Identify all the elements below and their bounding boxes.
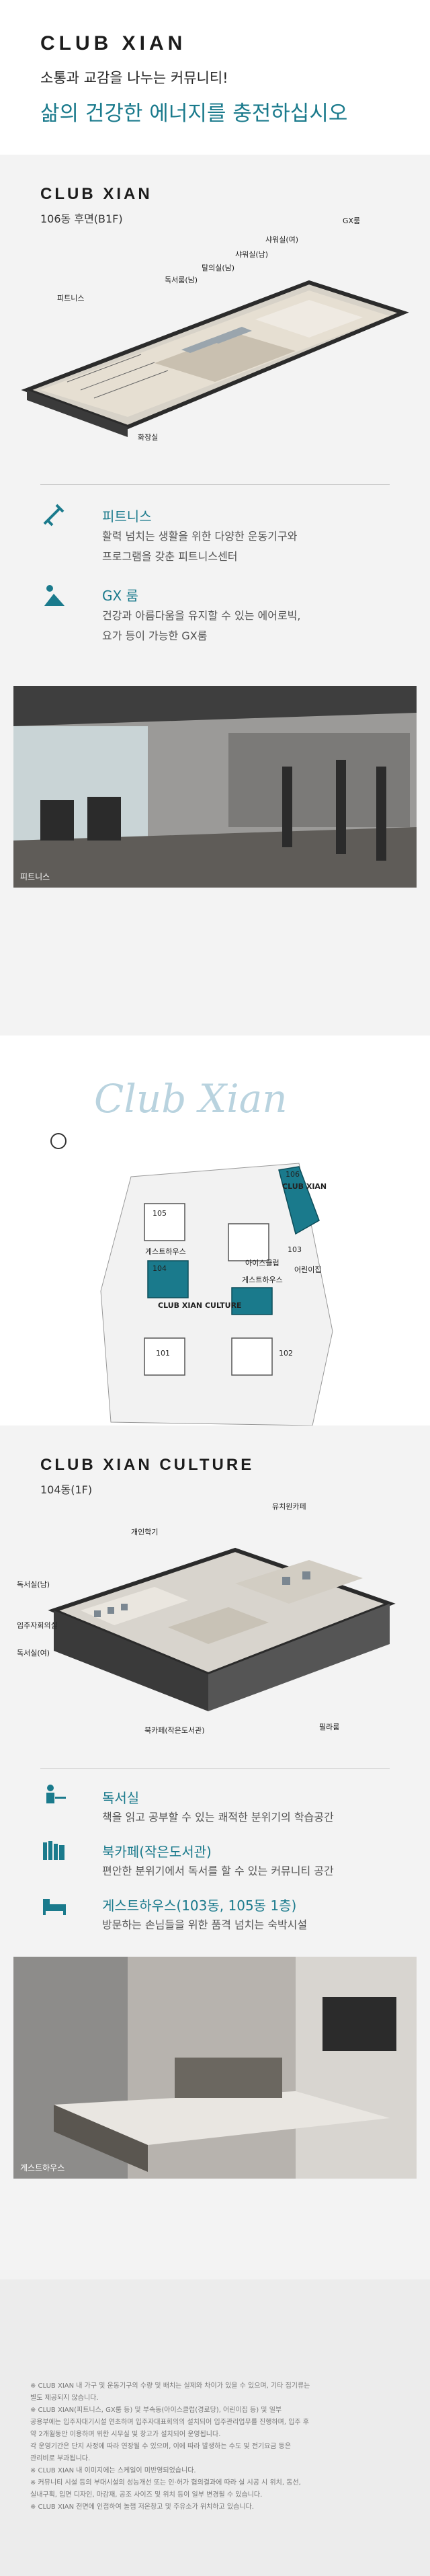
site-label-guesthouse-103: 게스트하우스 <box>242 1276 283 1284</box>
section-title: CLUB XIAN <box>40 185 153 203</box>
callout-shower-male: 샤워실(남) <box>235 250 269 259</box>
callout-reading-male: 독서룸(남) <box>165 276 198 284</box>
section-title: CLUB XIAN CULTURE <box>40 1456 255 1474</box>
site-label-106: 106 <box>286 1170 300 1179</box>
callout-locker-male: 탈의실(남) <box>202 264 235 272</box>
note-line: ※ 커뮤니티 시설 등의 부대시설의 성능개선 또는 인·허가 협의결과에 따라… <box>30 2479 301 2487</box>
callout-restroom: 화장실 <box>138 433 159 442</box>
feature-desc-fitness-1: 활력 넘치는 생활을 위한 다양한 운동기구와 <box>102 530 298 543</box>
feature-desc-book-cafe: 편안한 분위기에서 독서를 할 수 있는 커뮤니티 공간 <box>102 1865 334 1877</box>
guesthouse-icon <box>40 1891 69 1919</box>
fitness-icon <box>40 501 69 529</box>
hero-subtitle: 소통과 교감을 나누는 커뮤니티! <box>40 70 228 86</box>
feature-name-fitness: 피트니스 <box>102 508 152 524</box>
callout-book-cafe: 북카페(작은도서관) <box>144 1726 205 1735</box>
feature-desc-guesthouse: 방문하는 손님들을 위한 품격 넘치는 숙박시설 <box>102 1918 308 1931</box>
feature-name-reading: 독서실 <box>102 1790 140 1806</box>
note-line: ※ CLUB XIAN 내 가구 및 운동기구의 수량 및 배치는 실제와 차이… <box>30 2382 310 2390</box>
site-label-103: 103 <box>288 1245 302 1254</box>
1f-floor-plan <box>13 1510 417 1758</box>
site-label-104: 104 <box>153 1264 167 1273</box>
note-line: ※ CLUB XIAN 내 이미지에는 스케일이 미반영되었습니다. <box>30 2467 196 2474</box>
site-label-101: 101 <box>156 1349 170 1358</box>
site-label-senior-club: 아이스클럽 <box>245 1259 280 1267</box>
note-line: 약 2개월동안 이용하며 위한 시무실 및 창고가 설치되어 운영됩니다. <box>30 2431 221 2438</box>
section-subtitle: 104동(1F) <box>40 1483 93 1496</box>
photo-caption-guesthouse: 게스트하우스 <box>20 2163 65 2173</box>
hero-title: 삶의 건강한 에너지를 충전하십시오 <box>40 102 348 126</box>
feature-desc-fitness-2: 프로그램을 갖춘 피트니스센터 <box>102 550 238 563</box>
site-label-102: 102 <box>279 1349 293 1358</box>
north-arrow-icon <box>50 1133 67 1149</box>
note-line: 각 운영기간은 단지 사정에 따라 연장될 수 있으며, 이에 따라 발생하는 … <box>30 2443 292 2450</box>
section-b1f: CLUB XIAN 106동 후면(B1F) 피트니스 독서룸(남) 탈의실(남 <box>0 155 430 1036</box>
callout-shower-female: 샤워실(여) <box>265 235 299 244</box>
site-map-section: Club Xian 105 106 CLUB XIAN 게스 <box>0 1036 430 1426</box>
callout-fitness: 피트니스 <box>57 294 85 303</box>
note-line: 공용부에는 입주자대기시설 연초하며 입주자대표회의의 설치되어 입주관리업무를… <box>30 2419 310 2426</box>
feature-desc-reading: 책을 읽고 공부할 수 있는 쾌적한 분위기의 학습공간 <box>102 1811 334 1824</box>
callout-private-study: 개인학기 <box>131 1528 159 1536</box>
hero-header: CLUB XIAN 소통과 교감을 나누는 커뮤니티! 삶의 건강한 에너지를 … <box>0 0 430 155</box>
callout-reading-male: 독서실(남) <box>17 1580 50 1589</box>
site-label-club-xian-culture: CLUB XIAN CULTURE <box>158 1301 242 1310</box>
reading-room-icon <box>40 1782 69 1810</box>
divider <box>40 1768 390 1769</box>
site-label-daycare: 어린이집 <box>294 1265 322 1274</box>
callout-cafe: 유치원카페 <box>272 1502 306 1511</box>
fitness-photo: 피트니스 <box>13 686 417 888</box>
photo-caption-fitness: 피트니스 <box>20 872 50 882</box>
signature: Club Xian <box>94 1076 288 1122</box>
site-label-club-xian: CLUB XIAN <box>282 1182 327 1191</box>
feature-name-book-cafe: 북카페(작은도서관) <box>102 1844 212 1860</box>
site-plan <box>50 1133 339 1432</box>
feature-desc-gx-2: 요가 등이 가능한 GX룸 <box>102 629 208 642</box>
callout-residents-meeting: 입주자회의실 <box>17 1621 58 1630</box>
callout-gx-room: GX룸 <box>343 217 361 225</box>
note-line: 관리비로 부과됩니다. <box>30 2455 91 2462</box>
feature-name-guesthouse: 게스트하우스(103동, 105동 1층) <box>102 1898 297 1914</box>
site-label-guesthouse-105: 게스트하우스 <box>145 1247 186 1256</box>
feature-name-gx: GX 룸 <box>102 588 138 604</box>
divider <box>40 484 390 485</box>
gx-icon <box>40 582 69 610</box>
disclaimer-notes: ※ CLUB XIAN 내 가구 및 운동기구의 수량 및 배치는 실제와 차이… <box>0 2279 430 2576</box>
callout-reading-female: 독서실(여) <box>17 1649 50 1657</box>
note-line: ※ CLUB XIAN 전면에 인접하여 놀챕 저온창고 및 주유소가 위치하고… <box>30 2503 254 2511</box>
guesthouse-photo: 게스트하우스 <box>13 1957 417 2179</box>
section-subtitle: 106동 후면(B1F) <box>40 212 123 225</box>
section-1f: CLUB XIAN CULTURE 104동(1F) 개인학기 독서실( <box>0 1426 430 2279</box>
note-line: 별도 제공되지 않습니다. <box>30 2394 99 2402</box>
callout-pilates: 필라룸 <box>319 1723 340 1731</box>
b1f-floor-plan <box>13 195 417 464</box>
note-line: 실내구획, 입면 디자인, 마감재, 공조 사이즈 및 위치 등이 일부 변경될… <box>30 2491 263 2499</box>
book-cafe-icon <box>40 1837 69 1865</box>
feature-desc-gx-1: 건강과 아름다움을 유지할 수 있는 에어로빅, <box>102 609 301 622</box>
note-line: ※ CLUB XIAN(피트니스, GX룸 등) 및 부속동(아이스클럽(경로당… <box>30 2407 282 2414</box>
brand-logo: CLUB XIAN <box>40 32 187 54</box>
site-label-105: 105 <box>153 1209 167 1218</box>
